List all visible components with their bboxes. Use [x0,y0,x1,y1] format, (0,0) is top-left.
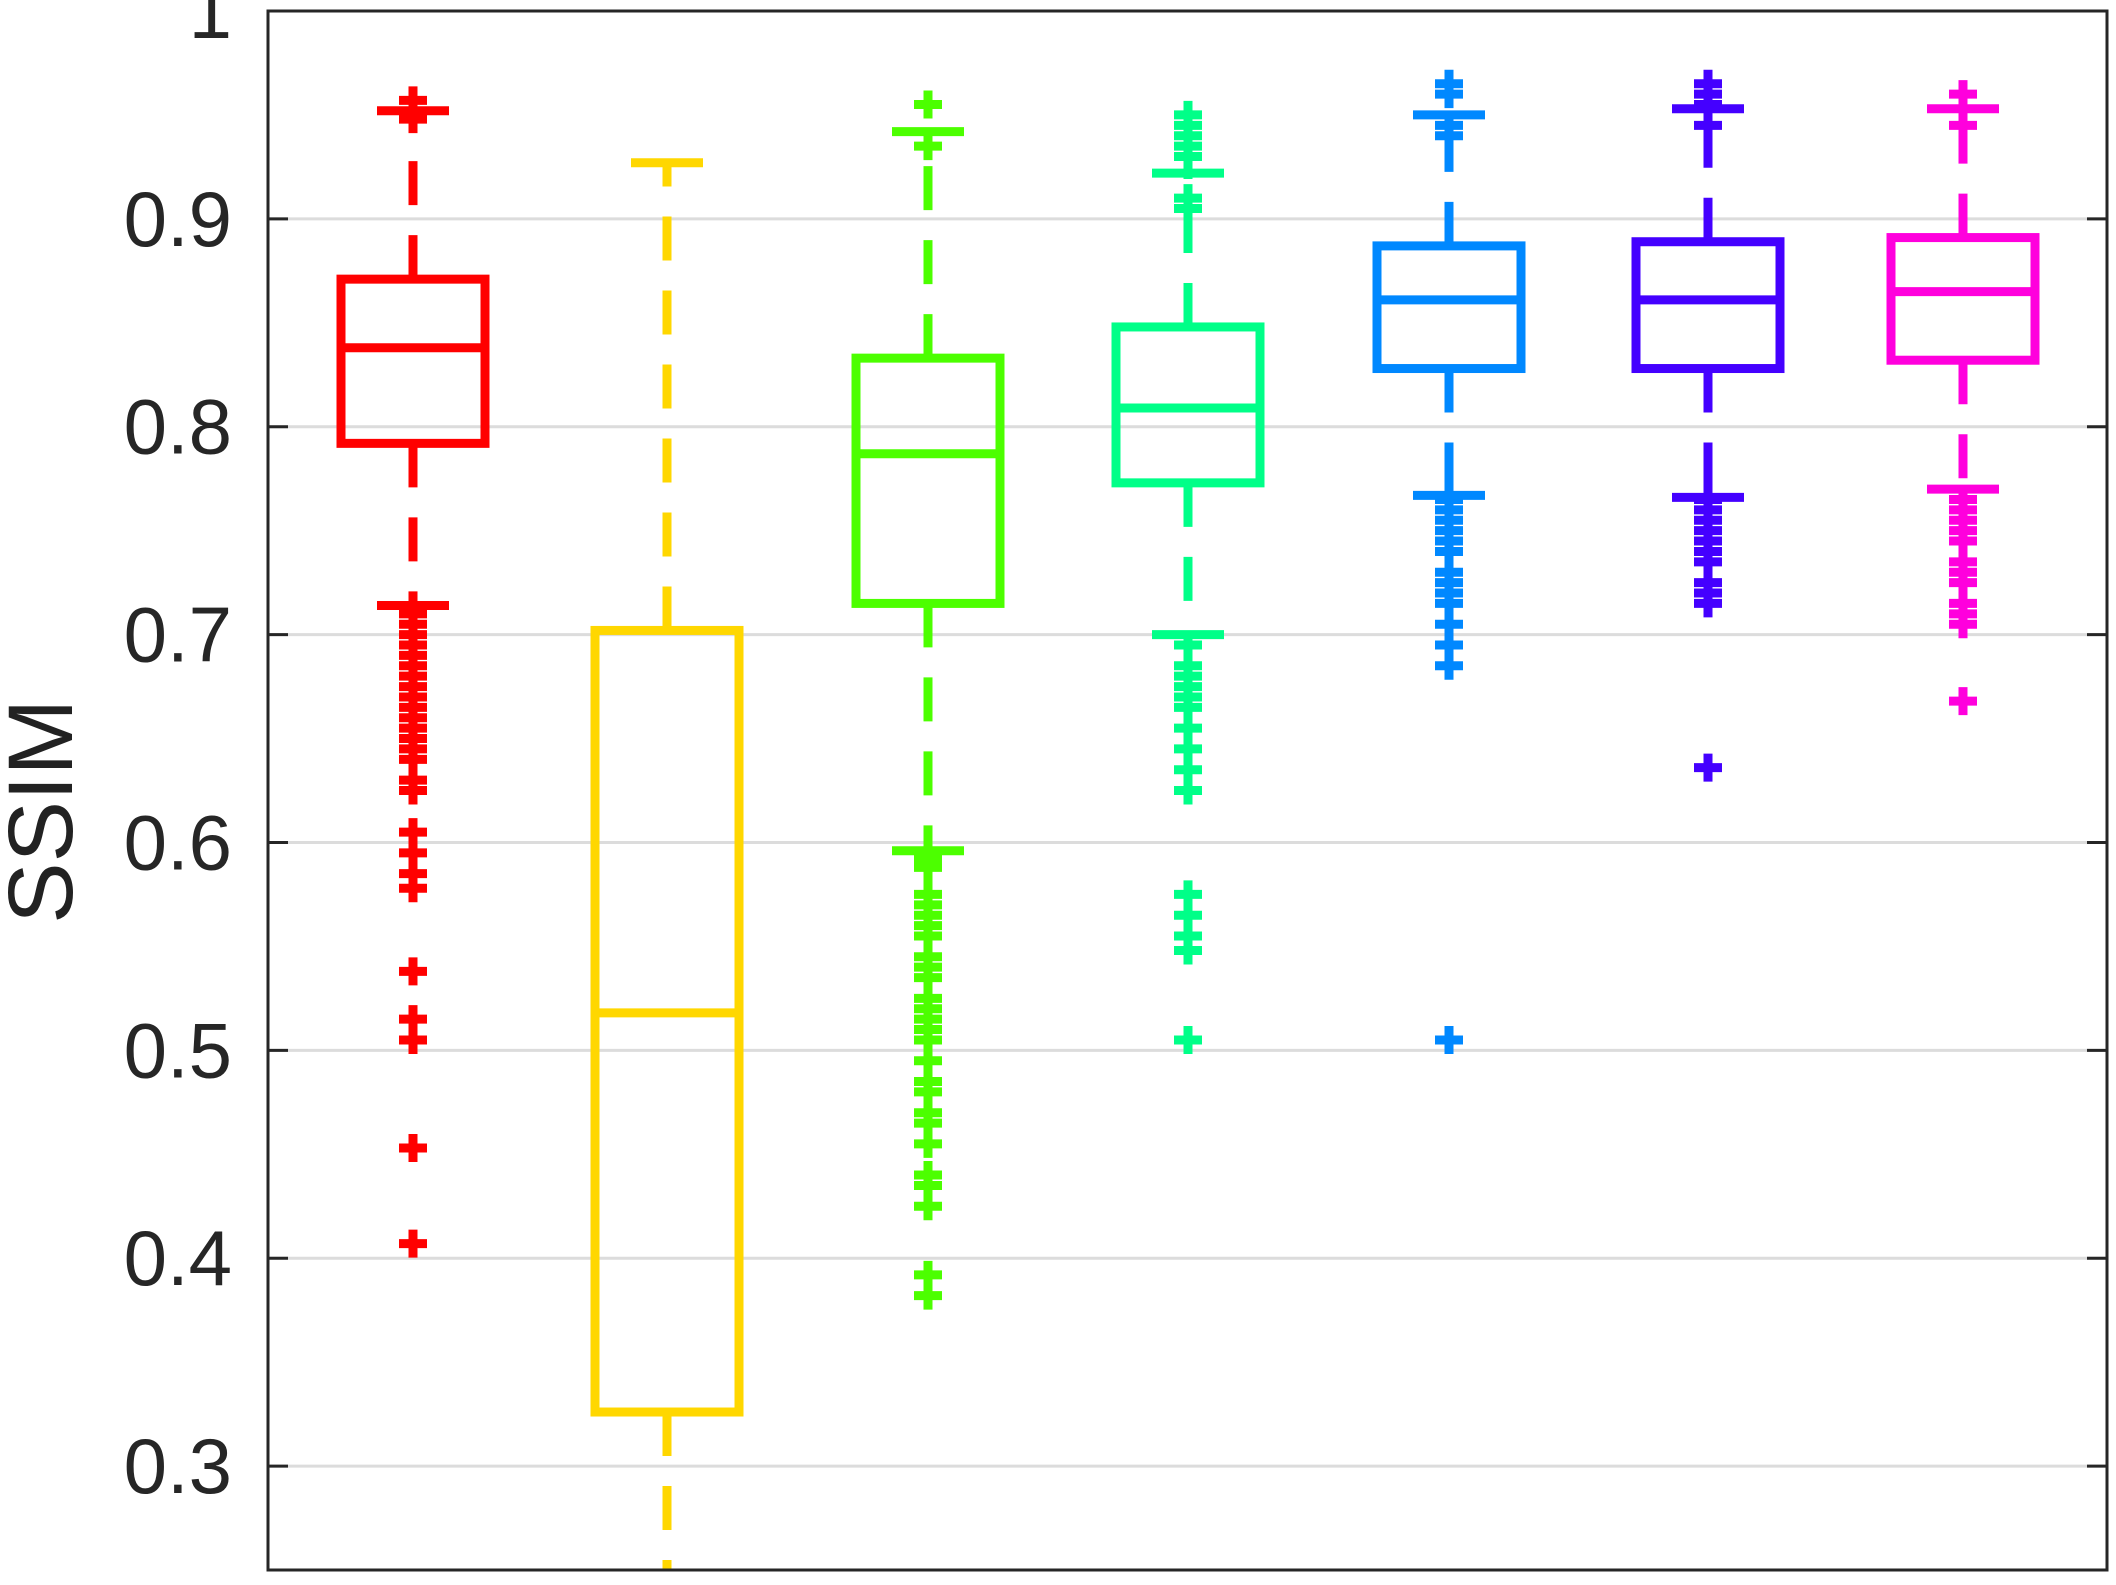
box-iqr [1372,241,1526,374]
outlier-marker [399,1229,427,1258]
axes-layer: 0.3 0.4 0.5 0.6 0.7 0.8 0.9 1 [124,0,2109,1572]
plot-frame [266,9,2109,1572]
outlier-marker [914,853,942,882]
box-iqr [1886,233,2040,365]
outlier-marker [1435,80,1463,109]
outlier-marker [1435,121,1463,150]
box-group-6 [1631,69,1785,782]
y-tick-label: 0.3 [124,1422,232,1510]
outlier-marker [914,132,942,161]
outlier-marker [399,874,427,903]
box-iqr [1631,237,1785,374]
box-group-5 [1372,69,1526,1054]
y-axis-label: SSIM [0,699,92,924]
outlier-marker [399,105,427,134]
box-group-1 [336,86,490,1258]
y-tick-label: 1 [189,0,232,55]
outlier-marker [914,1281,942,1310]
outlier-marker [1694,111,1722,140]
outlier-marker [1694,753,1722,782]
outlier-marker [1174,776,1202,805]
outlier-marker [1435,1025,1463,1054]
outlier-marker [399,776,427,805]
box-iqr [590,625,744,1417]
box-group-3 [851,90,1005,1310]
outlier-marker [1174,936,1202,965]
box-iqr [851,353,1005,608]
outlier-marker [1949,80,1977,109]
box-group-7 [1886,80,2040,716]
boxes-layer [336,69,2040,1570]
outlier-marker [399,1134,427,1163]
y-tick-label: 0.4 [124,1214,232,1302]
outlier-marker [1435,651,1463,680]
box-group-2 [590,158,744,1570]
outlier-marker [399,1025,427,1054]
box-group-4 [1111,100,1265,1054]
outlier-marker [399,957,427,986]
outlier-marker [1174,142,1202,171]
y-tick-label: 0.6 [124,798,232,886]
outlier-marker [1949,610,1977,639]
y-tick-label: 0.5 [124,1006,232,1094]
outlier-marker [1174,1025,1202,1054]
outlier-marker [914,90,942,119]
outlier-marker [914,1192,942,1221]
outlier-marker [1949,687,1977,716]
y-tick-label: 0.8 [124,383,232,471]
y-tick-label: 0.7 [124,591,232,679]
outlier-marker [1949,111,1977,140]
outlier-marker [1694,589,1722,618]
box-iqr [336,274,490,448]
outlier-marker [1174,194,1202,223]
y-tick-label: 0.9 [124,175,232,263]
outlier-marker [914,1129,942,1158]
